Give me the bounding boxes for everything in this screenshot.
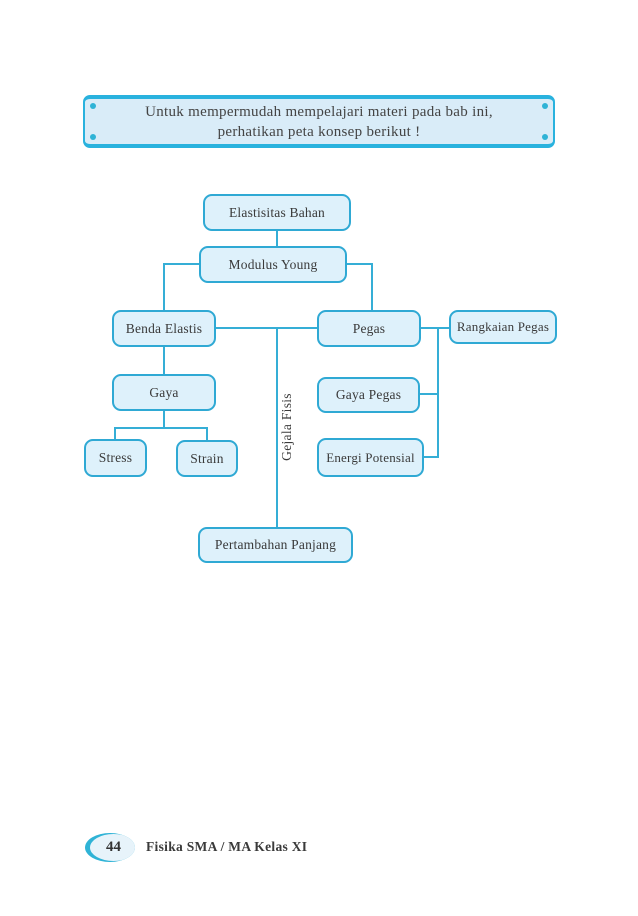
instruction-banner: Untuk mempermudah mempelajari materi pad… (83, 95, 555, 148)
connector-modulus-to-benda-elastis (163, 263, 165, 311)
banner-corner-dot (542, 134, 548, 140)
connector-modulus-left-horizontal (163, 263, 201, 265)
node-stress: Stress (84, 439, 147, 477)
page-number: 44 (90, 834, 135, 861)
vertical-label-gejala-fisis: Gejala Fisis (279, 393, 294, 461)
book-title: Fisika SMA / MA Kelas XI (146, 839, 308, 854)
connector-stub-gaya-pegas (420, 393, 437, 395)
node-elastisitas-bahan: Elastisitas Bahan (203, 194, 351, 231)
connector-benda-elastis-to-gaya (163, 347, 165, 374)
connector-gaya-down (163, 411, 165, 427)
banner-text-line1: Untuk mempermudah mempelajari materi pad… (145, 103, 493, 120)
node-modulus-young: Modulus Young (199, 246, 347, 283)
banner-text-line2: perhatikan peta konsep berikut ! (217, 123, 421, 140)
connector-stub-energi-potensial (424, 456, 437, 458)
connector-gaya-split-horizontal (114, 427, 208, 429)
node-gaya-pegas: Gaya Pegas (317, 377, 420, 413)
node-energi-potensial: Energi Potensial (317, 438, 424, 477)
banner-corner-dot (90, 103, 96, 109)
page-number-badge: 44 (85, 833, 135, 862)
node-pertambahan-panjang: Pertambahan Panjang (198, 527, 353, 563)
connector-pegas-branch-vertical (437, 329, 439, 458)
connector-benda-elastis-to-pegas (216, 327, 317, 329)
node-pegas: Pegas (317, 310, 421, 347)
connector-pegas-to-rangkaian (421, 327, 449, 329)
node-gaya: Gaya (112, 374, 216, 411)
connector-to-strain (206, 427, 208, 440)
connector-to-stress (114, 427, 116, 439)
connector-modulus-to-pegas (371, 263, 373, 311)
connector-elastisitas-to-modulus (276, 229, 278, 247)
node-rangkaian-pegas: Rangkaian Pegas (449, 310, 557, 344)
connector-modulus-right-horizontal (345, 263, 373, 265)
banner-corner-dot (90, 134, 96, 140)
connector-gejala-fisis-vertical (276, 329, 278, 527)
banner-corner-dot (542, 103, 548, 109)
node-benda-elastis: Benda Elastis (112, 310, 216, 347)
node-strain: Strain (176, 440, 238, 477)
